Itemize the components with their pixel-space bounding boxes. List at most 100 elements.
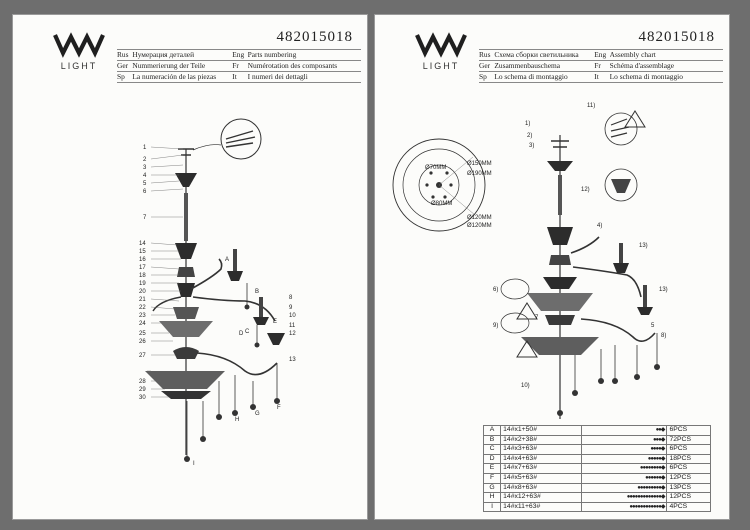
lang-row: Rus Схема сборки светильника Eng Assembl…	[479, 49, 723, 60]
parts-cell-letter: D	[482, 453, 502, 465]
parts-cell-beads: ●●●●●●◆	[580, 472, 668, 484]
lang-text: I numeri dei dettagli	[247, 72, 308, 81]
parts-cell-code: 14#x4+63#	[500, 453, 582, 465]
part-number-label: 21	[139, 297, 146, 303]
left-page: LIGHT 482015018 Rus Нумерация деталей En…	[12, 14, 368, 520]
pendant-letter-label: A	[225, 257, 229, 263]
parts-cell-beads: ●●●●●●●●◆	[580, 463, 668, 474]
lang-code: Eng	[232, 50, 245, 59]
language-table: Rus Нумерация деталей Eng Parts numberin…	[117, 49, 361, 83]
assembly-step-label: 10)	[521, 383, 530, 389]
parts-cell-pcs: 12PCS	[666, 492, 711, 503]
lang-code: Fr	[232, 61, 239, 70]
lang-code: Ger	[117, 61, 129, 70]
parts-cell-pcs: 72PCS	[666, 434, 711, 446]
parts-cell-pcs: 12PCS	[666, 472, 711, 484]
parts-cell-pcs: 6PCS	[666, 463, 711, 474]
parts-cell-letter: H	[482, 492, 502, 503]
parts-cell-pcs: 4PCS	[666, 501, 711, 513]
brand-text: LIGHT	[422, 61, 460, 71]
lang-text: Numérotation des composants	[247, 61, 338, 70]
brand-logo: LIGHT	[49, 29, 109, 71]
brand-logo: LIGHT	[411, 29, 471, 71]
part-number-label: 29	[139, 387, 146, 393]
part-number-label: 28	[139, 379, 146, 385]
part-number-label: 20	[139, 289, 146, 295]
lang-row: Sp La numeración de las piezas It I nume…	[117, 71, 361, 83]
pendant-letter-label: I	[193, 461, 195, 467]
lang-text: Assembly chart	[609, 50, 656, 59]
part-number-label: 12	[289, 331, 296, 337]
ceiling-dimension-label: Ø70MM	[425, 165, 446, 171]
document-number: 482015018	[638, 29, 715, 45]
part-number-label: 27	[139, 353, 146, 359]
part-number-label: 30	[139, 395, 146, 401]
parts-cell-code: 14#x11+63#	[500, 501, 582, 513]
assembly-step-label: 11)	[587, 103, 595, 109]
parts-cell-beads: ●●●●●●●●●●●●●◆	[580, 492, 668, 503]
parts-cell-code: 14#x2+38#	[500, 434, 582, 446]
parts-cell-pcs: 6PCS	[666, 425, 711, 436]
assembly-step-label: 6)	[493, 287, 498, 293]
language-table: Rus Схема сборки светильника Eng Assembl…	[479, 49, 723, 83]
parts-cell-code: 14#x12+63#	[500, 492, 582, 503]
parts-cell-letter: A	[482, 425, 502, 436]
part-number-label: 14	[139, 241, 146, 247]
lang-code: Rus	[479, 50, 491, 59]
part-number-label: 17	[139, 265, 146, 271]
lang-text: Zusammenbauschema	[494, 61, 561, 70]
lang-text: Lo schema di montaggio	[494, 72, 568, 81]
pendant-letter-label: G	[255, 411, 260, 417]
parts-cell-code: 14#x1+50#	[500, 425, 582, 436]
parts-cell-letter: F	[482, 472, 502, 484]
lang-code: Rus	[117, 50, 129, 59]
pendant-letter-label: B	[255, 289, 259, 295]
lang-code: Fr	[594, 61, 601, 70]
parts-cell-beads: ●●●●●●●●●◆	[580, 482, 668, 494]
parts-cell-pcs: 13PCS	[666, 482, 711, 494]
part-number-label: 8	[289, 295, 293, 301]
part-number-label: 2	[143, 157, 147, 163]
part-number-label: 5	[143, 181, 147, 187]
lang-row: Ger Nummerierung der Teile Fr Numérotati…	[117, 60, 361, 71]
part-number-label: 23	[139, 313, 146, 319]
lang-code: Sp	[479, 72, 487, 81]
lang-code: It	[594, 72, 599, 81]
pendant-letter-label: C	[245, 329, 250, 335]
lang-text: Nummerierung der Teile	[132, 61, 206, 70]
lang-text: Schéma d'assemblage	[609, 61, 674, 70]
brand-text: LIGHT	[60, 61, 98, 71]
assembly-step-label: 12)	[581, 187, 590, 193]
assembly-step-label: 13)	[659, 287, 668, 293]
lang-text: Схема сборки светильника	[494, 50, 579, 59]
parts-cell-code: 14#x7+63#	[500, 463, 582, 474]
part-number-label: 18	[139, 273, 146, 279]
right-page: LIGHT 482015018 Rus Схема сборки светиль…	[374, 14, 730, 520]
assembly-step-label: 2)	[527, 133, 532, 139]
lang-text: Parts numbering	[247, 50, 297, 59]
part-number-label: 7	[143, 215, 147, 221]
ceiling-plate-diagram	[392, 138, 486, 232]
assembly-step-label: 1)	[525, 121, 530, 127]
parts-cell-letter: C	[482, 444, 502, 455]
lang-text: Lo schema di montaggio	[609, 72, 683, 81]
lang-code: It	[232, 72, 237, 81]
pendant-letter-label: E	[273, 319, 277, 325]
lang-text: Нумерация деталей	[132, 50, 195, 59]
ceiling-dimension-label: Ø80MM	[431, 201, 452, 207]
part-number-label: 22	[139, 305, 146, 311]
part-number-label: 26	[139, 339, 146, 345]
parts-cell-code: 14#x8+63#	[500, 482, 582, 494]
part-number-label: 24	[139, 321, 146, 327]
part-number-label: 25	[139, 331, 146, 337]
ceiling-dimension-label: Ø190MM	[467, 171, 492, 177]
